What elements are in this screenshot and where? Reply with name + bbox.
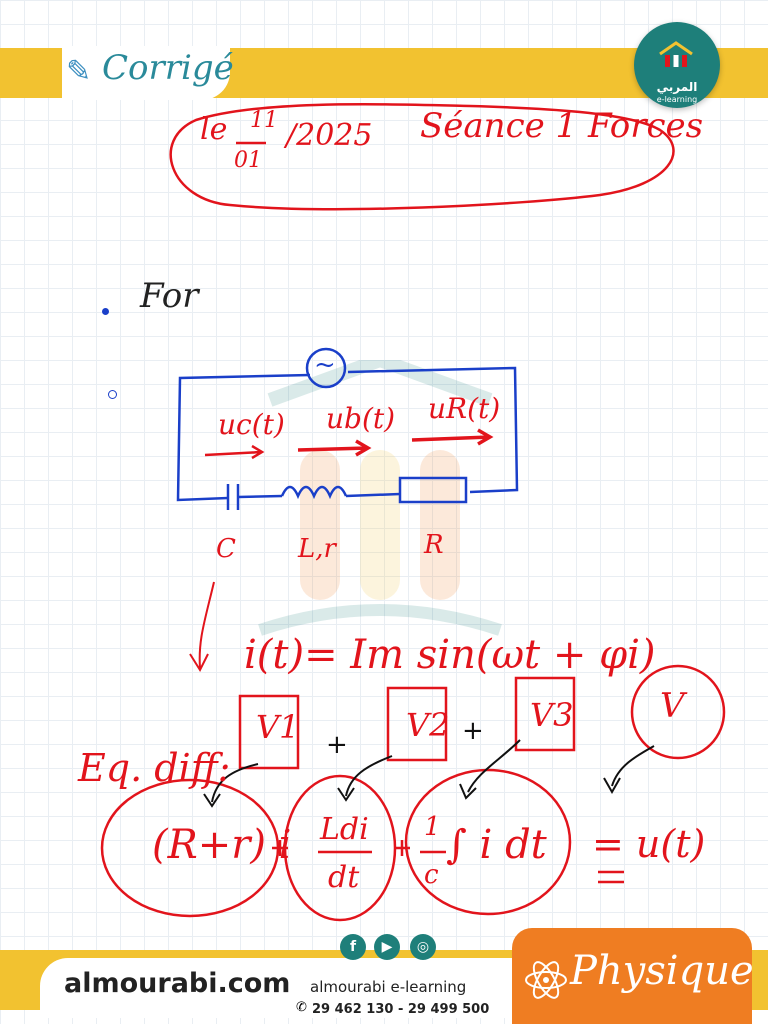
inductance-term-denominator: dt xyxy=(328,860,360,895)
resistor-label: R xyxy=(424,530,444,560)
bullet-dot xyxy=(102,308,109,315)
vector-v1: V1 xyxy=(256,708,300,746)
capacitance-term-numerator: 1 xyxy=(424,812,441,842)
eq-diff-label: Eq. diff: xyxy=(78,746,231,790)
corrige-tab xyxy=(62,46,230,100)
ac-source-symbol: ~ xyxy=(314,350,336,380)
bullet-text: For xyxy=(140,276,199,316)
date-day: 11 xyxy=(250,108,278,133)
inductance-term-numerator: Ldi xyxy=(320,812,369,847)
plus-sign: + xyxy=(462,716,484,746)
source-voltage-term: = u(t) xyxy=(592,822,706,866)
logo-house-icon xyxy=(659,41,693,67)
ub-label: ub(t) xyxy=(326,402,396,435)
instagram-icon[interactable]: ◎ xyxy=(410,934,436,960)
resistance-term: (R+r) i xyxy=(152,822,292,868)
footer-brand-name: almourabi e-learning xyxy=(310,978,467,996)
logo-arabic-text: المربي xyxy=(656,80,698,94)
vector-v2: V2 xyxy=(406,706,450,744)
pencil-icon: ✎ xyxy=(66,54,92,89)
capacitance-term-denominator: c xyxy=(424,860,439,890)
seance-title: Séance 1 Forces xyxy=(420,106,704,146)
corrige-label: Corrigé xyxy=(102,48,234,88)
bullet-dot-empty xyxy=(108,390,117,399)
inductor-label: L,r xyxy=(298,534,336,564)
vector-v3: V3 xyxy=(530,696,574,734)
youtube-icon[interactable]: ▶ xyxy=(374,934,400,960)
date-month: 01 xyxy=(234,148,262,173)
footer-website-link[interactable]: almourabi.com xyxy=(64,968,291,999)
logo-subtitle: e-learning xyxy=(656,95,698,104)
footer-phone: 29 462 130 - 29 499 500 xyxy=(312,1002,490,1017)
facebook-icon[interactable]: f xyxy=(340,934,366,960)
date-prefix: le xyxy=(200,112,228,147)
plus-sign: + xyxy=(326,730,348,760)
phone-icon: ✆ xyxy=(296,1000,307,1015)
atom-icon xyxy=(525,961,567,999)
current-equation: i(t)= Im sin(ωt + φi) xyxy=(244,632,656,678)
vector-v-total: V xyxy=(660,686,685,726)
ur-label: uR(t) xyxy=(428,392,501,425)
physique-label: Physique xyxy=(570,948,754,994)
watermark-logo xyxy=(258,360,502,636)
capacitor-label: C xyxy=(216,534,236,564)
uc-label: uc(t) xyxy=(218,408,285,441)
integral-term: ∫ i dt xyxy=(446,822,547,868)
date-year: /2025 xyxy=(286,118,373,153)
